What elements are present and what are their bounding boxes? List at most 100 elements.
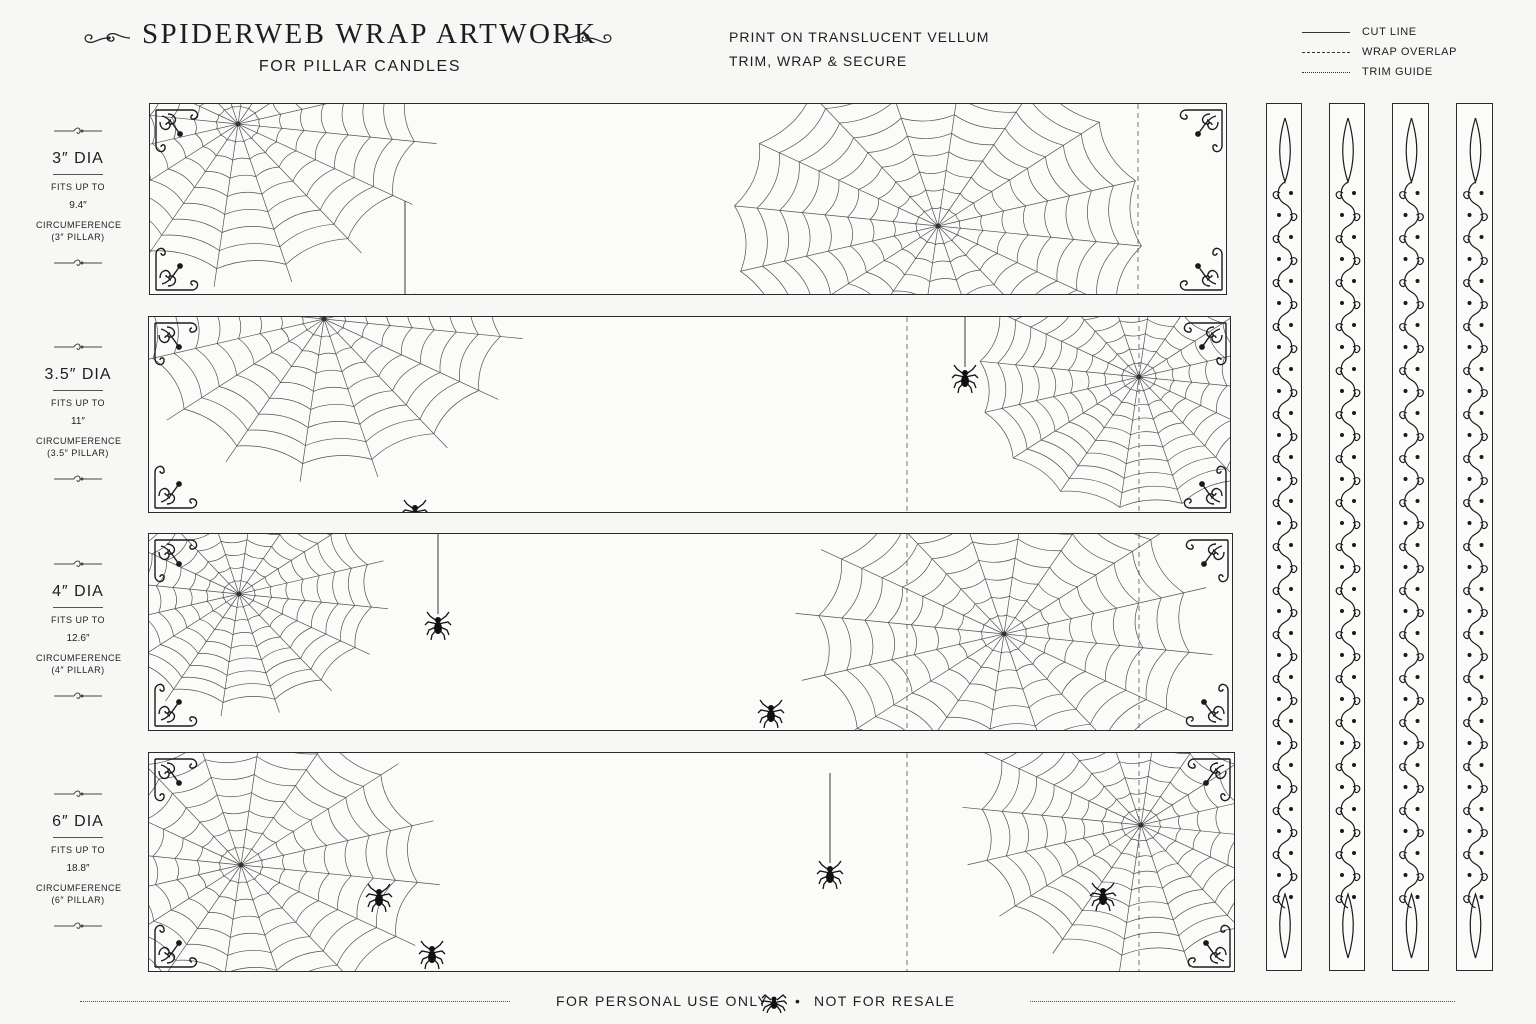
fits-label: FITS UP TO bbox=[50, 845, 105, 855]
divider-ornament-icon bbox=[54, 560, 102, 567]
spider-icon bbox=[951, 317, 979, 394]
spiderweb bbox=[150, 104, 437, 287]
wrap-panel-6in bbox=[148, 752, 1235, 972]
wrap-panel-4in bbox=[148, 533, 1233, 731]
divider-ornament-icon bbox=[54, 259, 102, 266]
spiderweb bbox=[962, 753, 1234, 971]
trim-strip-4 bbox=[1456, 103, 1493, 971]
flourish-ornament-icon bbox=[84, 32, 131, 44]
corner-scroll-icon bbox=[154, 758, 198, 802]
filigree-vine bbox=[1335, 117, 1361, 959]
fits-label: FITS UP TO bbox=[50, 615, 105, 625]
spiderweb-artwork bbox=[149, 534, 1229, 730]
spider-icon bbox=[816, 773, 844, 890]
spiderweb-artwork bbox=[149, 753, 1234, 971]
legend-item-cut-line: CUT LINE bbox=[1302, 22, 1502, 42]
trim-strip-2 bbox=[1329, 103, 1365, 971]
corner-scroll-icon bbox=[154, 683, 198, 727]
page-title: SPIDERWEB WRAP ARTWORK bbox=[142, 18, 598, 50]
filigree-vine bbox=[1272, 117, 1298, 959]
pillar-note: (6″ PILLAR) bbox=[51, 895, 105, 905]
corner-scroll-icon bbox=[1183, 322, 1227, 366]
spider-icon bbox=[1089, 882, 1117, 912]
corner-scroll-icon bbox=[154, 322, 198, 366]
spiderweb bbox=[734, 104, 1142, 294]
divider bbox=[53, 174, 103, 175]
spiderweb bbox=[149, 534, 388, 717]
wrap-panel-3in bbox=[149, 103, 1227, 295]
flourish-ornament-icon bbox=[565, 32, 612, 44]
filigree-vine bbox=[1399, 117, 1424, 959]
footer: FOR PERSONAL USE ONLY • NOT FOR RESALE bbox=[0, 990, 1536, 1014]
corner-scroll-icon bbox=[154, 539, 198, 583]
corner-scroll-icon bbox=[154, 924, 198, 968]
solid-line-icon bbox=[1302, 31, 1350, 33]
circumference-label: CIRCUMFERENCE bbox=[36, 220, 122, 230]
corner-scroll-icon bbox=[1179, 109, 1223, 153]
circumference-label: CIRCUMFERENCE bbox=[36, 436, 122, 446]
spiderweb-artwork bbox=[150, 104, 1223, 294]
spiderweb bbox=[149, 753, 440, 971]
divider-ornament-icon bbox=[54, 790, 102, 797]
spiderweb-artwork bbox=[149, 317, 1230, 512]
diameter-label: 6″ DIA bbox=[52, 813, 104, 830]
circumference-value: 11″ bbox=[71, 416, 85, 427]
wrap-panel-3-5in bbox=[148, 316, 1231, 513]
corner-scroll-icon bbox=[1185, 683, 1229, 727]
filigree-border-artwork bbox=[1399, 117, 1424, 959]
corner-scroll-icon bbox=[154, 465, 198, 509]
spider-icon bbox=[757, 699, 785, 729]
size-label-6in: 6″ DIA FITS UP TO 18.8″ CIRCUMFERENCE (6… bbox=[36, 787, 122, 937]
filigree-border-artwork bbox=[1335, 117, 1361, 959]
divider-ornament-icon bbox=[54, 922, 102, 929]
circumference-label: CIRCUMFERENCE bbox=[36, 883, 122, 893]
spider-icon bbox=[402, 499, 428, 512]
dotted-line-icon bbox=[1302, 71, 1350, 73]
legend-item-trim-guide: TRIM GUIDE bbox=[1302, 62, 1502, 82]
diameter-label: 3.5″ DIA bbox=[44, 366, 112, 383]
corner-scroll-icon bbox=[1187, 924, 1231, 968]
spiderweb bbox=[149, 317, 523, 482]
pillar-note: (3″ PILLAR) bbox=[51, 232, 105, 242]
legend-item-wrap-overlap: WRAP OVERLAP bbox=[1302, 42, 1502, 62]
circumference-value: 18.8″ bbox=[66, 863, 90, 874]
divider-ornament-icon bbox=[54, 475, 102, 482]
size-label-3-5in: 3.5″ DIA FITS UP TO 11″ CIRCUMFERENCE (3… bbox=[36, 340, 122, 490]
corner-scroll-icon bbox=[1187, 758, 1231, 802]
spider-icon bbox=[365, 883, 393, 913]
corner-scroll-icon bbox=[1185, 539, 1229, 583]
footer-dotted-rule bbox=[80, 1001, 510, 1002]
circumference-label: CIRCUMFERENCE bbox=[36, 653, 122, 663]
line-legend: CUT LINE WRAP OVERLAP TRIM GUIDE bbox=[1302, 22, 1502, 82]
fits-label: FITS UP TO bbox=[50, 182, 105, 192]
dashed-line-icon bbox=[1302, 51, 1350, 53]
print-instruction: PRINT ON TRANSLUCENT VELLUM bbox=[729, 29, 990, 45]
spiderweb bbox=[795, 534, 1213, 730]
trim-instruction: TRIM, WRAP & SECURE bbox=[729, 53, 908, 69]
footer-not-for-resale: NOT FOR RESALE bbox=[814, 993, 956, 1009]
circumference-value: 12.6″ bbox=[66, 633, 90, 644]
legend-label: CUT LINE bbox=[1362, 26, 1417, 38]
pillar-note: (4″ PILLAR) bbox=[51, 665, 105, 675]
legend-label: WRAP OVERLAP bbox=[1362, 46, 1458, 58]
filigree-border-artwork bbox=[1272, 117, 1298, 959]
spiderweb bbox=[979, 317, 1230, 508]
divider bbox=[53, 390, 103, 391]
filigree-border-artwork bbox=[1463, 117, 1488, 959]
divider bbox=[53, 837, 103, 838]
divider-ornament-icon bbox=[54, 127, 102, 134]
footer-separator: • bbox=[795, 993, 802, 1009]
divider-ornament-icon bbox=[54, 343, 102, 350]
size-label-3in: 3″ DIA FITS UP TO 9.4″ CIRCUMFERENCE (3″… bbox=[36, 124, 122, 274]
fits-label: FITS UP TO bbox=[50, 398, 105, 408]
filigree-vine bbox=[1463, 117, 1488, 959]
spider-icon bbox=[418, 940, 446, 970]
footer-dotted-rule bbox=[1030, 1001, 1455, 1002]
divider bbox=[53, 607, 103, 608]
corner-scroll-icon bbox=[1183, 465, 1227, 509]
circumference-value: 9.4″ bbox=[69, 200, 87, 211]
divider-ornament-icon bbox=[54, 692, 102, 699]
diameter-label: 4″ DIA bbox=[52, 583, 104, 600]
trim-strip-3 bbox=[1392, 103, 1429, 971]
size-label-4in: 4″ DIA FITS UP TO 12.6″ CIRCUMFERENCE (4… bbox=[36, 557, 122, 707]
